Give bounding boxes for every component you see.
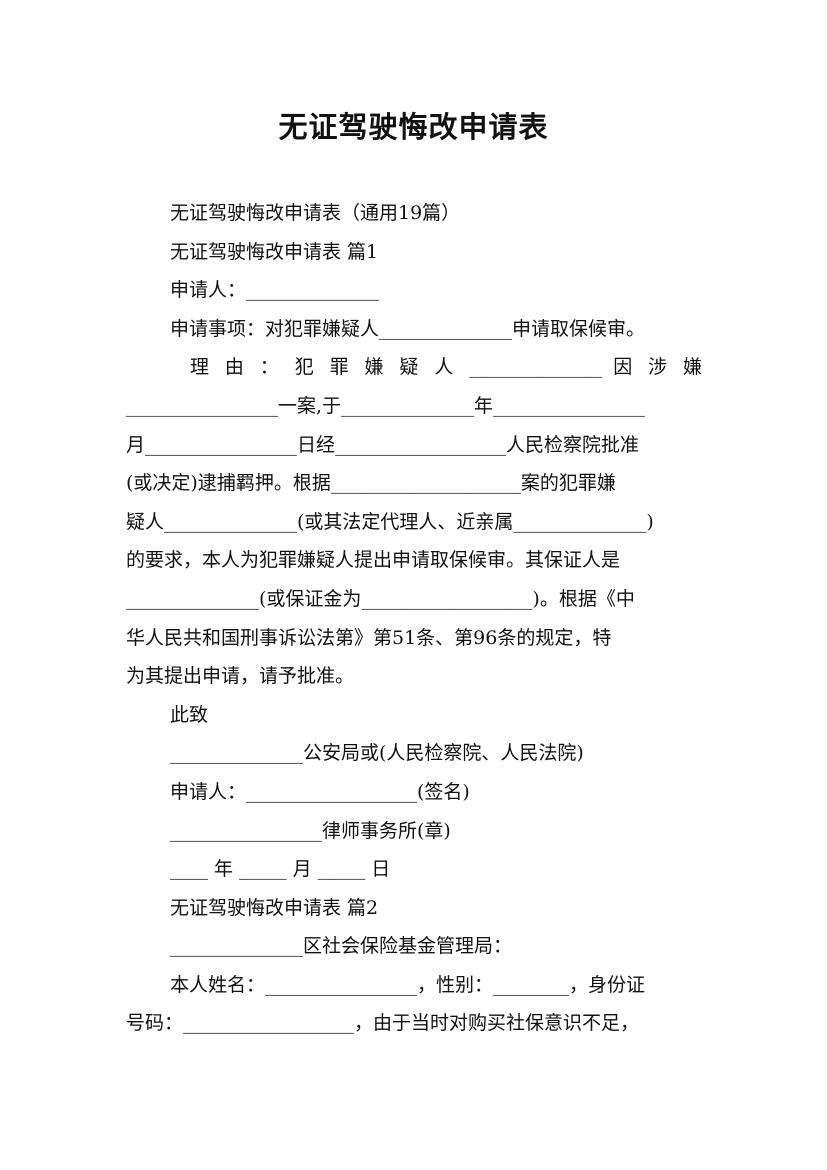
bureau-line: ______________区社会保险基金管理局： [170,935,513,958]
paragraph-line: 的要求，本人为犯罪嫌疑人提出申请取保候审。其保证人是 [126,549,621,572]
paragraph-line: ______________(或保证金为__________________)。… [126,587,635,610]
application-matter-line: 申请事项：对犯罪嫌疑人______________申请取保候审。 [170,317,646,340]
paragraph-line: ________________一案,于______________年_____… [126,394,646,417]
law-firm-line: ________________律师事务所(章) [170,819,451,842]
paragraph-line: (或决定)逮捕羁押。根据____________________案的犯罪嫌 [126,472,616,495]
reason-line: 理 由 ： 犯 罪 嫌 疑 人 ______________ 因 涉 嫌 [190,356,702,379]
paragraph-line: 月________________日经__________________人民检… [126,433,640,456]
date-line: ____ 年 _____ 月 _____ 日 [170,858,391,881]
document-body: 无证驾驶悔改申请表（通用19篇） 无证驾驶悔改申请表 篇1 申请人：______… [126,194,702,1043]
paragraph-line: 华人民共和国刑事诉讼法第》第51条、第96条的规定，特 [126,626,612,649]
paragraph-line: 疑人______________(或其法定代理人、近亲属____________… [126,510,654,533]
paragraph-line: 号码：__________________，由于当时对购买社保意识不足， [126,1012,640,1035]
personal-info-line: 本人姓名：________________，性别：________，身份证 [170,973,646,996]
salutation-line: 此致 [170,703,209,726]
subtitle-line: 无证驾驶悔改申请表（通用19篇） [170,202,461,224]
section-heading-1: 无证驾驶悔改申请表 篇1 [170,240,379,263]
applicant-line: 申请人：______________ [170,279,380,302]
recipient-line: ______________公安局或(人民检察院、人民法院) [170,742,584,765]
document-title: 无证驾驶悔改申请表 [278,110,549,144]
section-heading-2: 无证驾驶悔改申请表 篇2 [170,896,379,919]
signature-line: 申请人：__________________(签名) [170,780,470,803]
paragraph-line: 为其提出申请，请予批准。 [126,665,355,688]
